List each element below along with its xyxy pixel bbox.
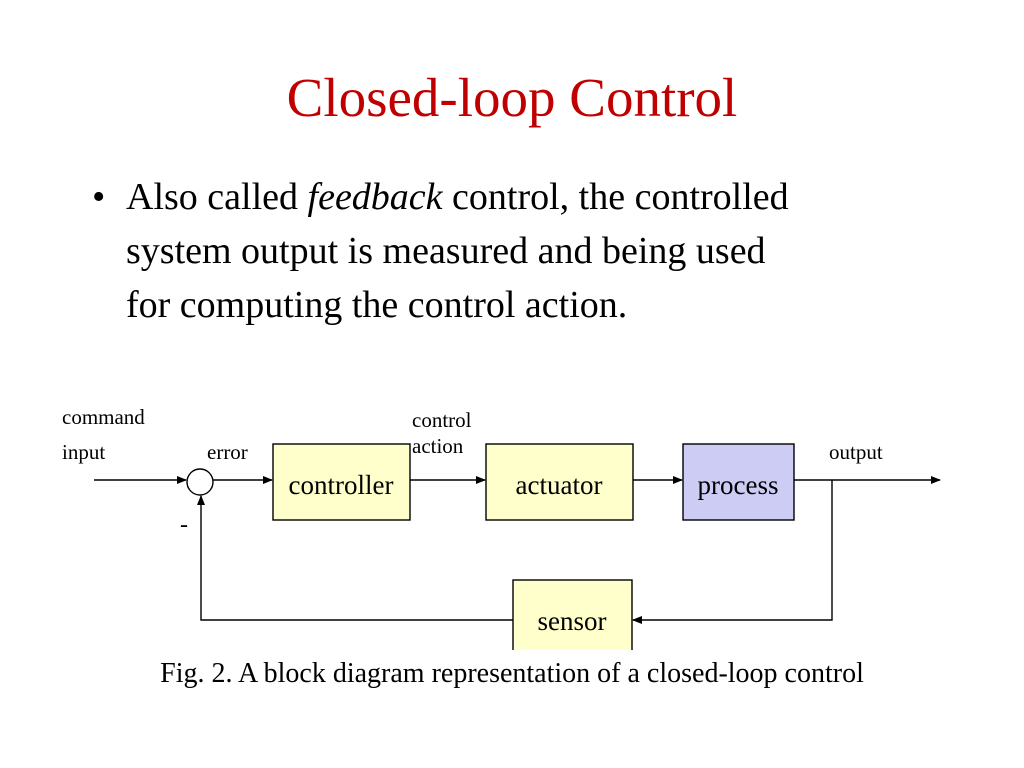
figure-caption: Fig. 2. A block diagram representation o… (160, 658, 864, 689)
process-label: process (698, 470, 779, 500)
actuator-block (485, 443, 634, 521)
minus-sign: - (180, 512, 188, 538)
sensor-to-junction-path (197, 495, 513, 621)
feedback-to-sensor-path (632, 480, 833, 624)
bullet-line-3: for computing the control action. (126, 284, 628, 326)
bullet-line-1: Also called feedback control, the contro… (126, 170, 952, 224)
block-diagram: controller actuator process sensor comma… (62, 405, 941, 650)
bullet-marker: • (92, 176, 106, 218)
control-label: control (412, 408, 472, 432)
controller-label: controller (289, 470, 394, 500)
output-label: output (829, 440, 883, 464)
summing-junction (186, 468, 214, 496)
bullet-text: Also called feedback control, the contro… (126, 170, 952, 332)
error-label: error (207, 440, 248, 464)
actuator-label: actuator (516, 470, 603, 500)
feedback-emphasis: feedback (307, 176, 443, 218)
bullet-line-1-end: control, the controlled (442, 176, 789, 218)
slide-title: Closed-loop Control (286, 67, 738, 128)
process-block (682, 443, 795, 521)
input-label: input (62, 440, 105, 464)
action-label: action (412, 434, 464, 458)
controller-block (272, 443, 411, 521)
bullet-line-2: system output is measured and being used (126, 230, 766, 272)
sensor-block (512, 579, 633, 650)
command-label: command (62, 405, 145, 429)
bullet-line-1-start: Also called (126, 176, 308, 218)
sensor-label: sensor (538, 606, 607, 636)
